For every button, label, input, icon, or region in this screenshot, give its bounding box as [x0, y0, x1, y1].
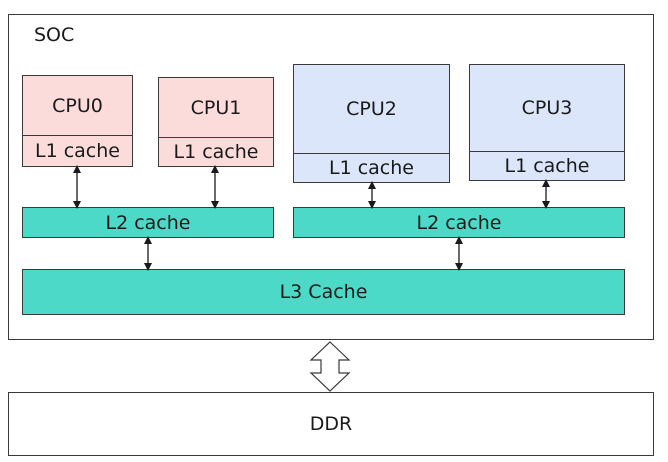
- cpu1-label: CPU1: [190, 96, 242, 119]
- cpu2-label: CPU2: [346, 98, 397, 120]
- soc-ddr-double-arrow: [309, 341, 351, 392]
- l2-cache-right: L2 cache: [293, 207, 625, 238]
- cpu0-block: CPU0 L1 cache: [22, 75, 133, 167]
- ddr-block: DDR: [8, 392, 654, 456]
- cpu3-block: CPU3 L1 cache: [469, 64, 625, 181]
- cpu0-l1-cache: L1 cache: [23, 135, 132, 166]
- cpu1-l1-cache: L1 cache: [159, 137, 273, 166]
- soc-label: SOC: [34, 24, 75, 46]
- cpu1-block: CPU1 L1 cache: [158, 77, 274, 167]
- cpu0-label: CPU0: [52, 94, 103, 117]
- cpu2-block: CPU2 L1 cache: [293, 64, 450, 183]
- cpu3-l1-cache: L1 cache: [470, 151, 624, 180]
- cpu2-l1-cache: L1 cache: [294, 153, 449, 182]
- l2-cache-left: L2 cache: [22, 207, 274, 238]
- cpu3-label: CPU3: [521, 97, 573, 119]
- l3-cache: L3 Cache: [22, 269, 625, 315]
